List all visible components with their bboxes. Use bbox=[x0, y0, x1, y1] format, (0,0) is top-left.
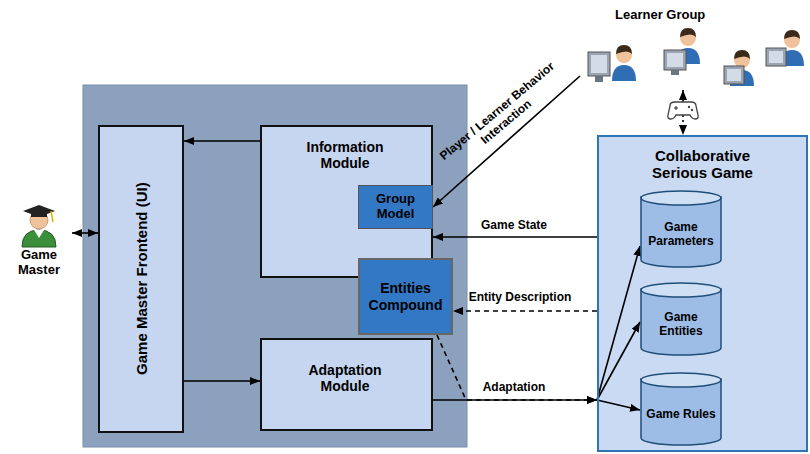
node-text: Learner Group bbox=[615, 8, 705, 23]
edge-label-holder: Adaptation bbox=[483, 381, 546, 395]
cylinder-top bbox=[641, 191, 721, 205]
connector bbox=[437, 335, 597, 400]
panel-fill-group bbox=[597, 135, 808, 452]
module-box: Adaptation Module bbox=[260, 338, 433, 431]
connector bbox=[184, 380, 260, 382]
frontend-box: Game Master Frontend (UI) bbox=[98, 125, 184, 433]
node-text: Game Master bbox=[9, 248, 69, 278]
cylinder-body bbox=[641, 197, 721, 267]
data-store: Game Entities bbox=[640, 282, 722, 356]
node-text: Entities Compound bbox=[363, 280, 448, 312]
cylinder-top bbox=[641, 283, 721, 297]
system-panel bbox=[83, 85, 467, 447]
connector bbox=[433, 236, 597, 238]
node-text: Game Parameters bbox=[643, 221, 719, 249]
edge-label-holder: Entity Description bbox=[469, 291, 572, 305]
connector bbox=[453, 310, 597, 312]
node-text: Group Model bbox=[362, 192, 429, 222]
node-text: Collaborative Serious Game bbox=[633, 147, 773, 182]
panel-fill bbox=[597, 135, 808, 452]
edge-label-holder: Game State bbox=[481, 219, 547, 233]
monitor bbox=[588, 52, 610, 82]
game-master-icon bbox=[22, 205, 56, 247]
edge-label: Player / Learner Behavior Interaction bbox=[428, 52, 576, 182]
learner-icons bbox=[588, 28, 804, 86]
group-label: Learner Group bbox=[580, 5, 808, 90]
monitor bbox=[724, 66, 744, 84]
gamepad-icon bbox=[668, 102, 698, 119]
cylinder-body bbox=[641, 289, 721, 355]
game-panel: Collaborative Serious GameGame Parameter… bbox=[597, 135, 808, 452]
connector bbox=[433, 399, 597, 401]
node-text: Game Master Frontend (UI) bbox=[132, 183, 149, 376]
data-store: Game Rules bbox=[640, 372, 722, 446]
node-text: Information Module bbox=[295, 139, 395, 171]
edge-label: Game State bbox=[481, 219, 547, 233]
node-text: Game Entities bbox=[643, 311, 719, 339]
cylinder-body bbox=[641, 379, 721, 445]
connector bbox=[597, 400, 640, 410]
monitor bbox=[766, 48, 786, 66]
connector bbox=[597, 246, 640, 400]
cylinder-top bbox=[641, 373, 721, 387]
node-text: Game Rules bbox=[646, 408, 715, 422]
actor: Game Master bbox=[6, 196, 72, 308]
model-box: Group Model bbox=[358, 185, 433, 229]
module-box: Information ModuleGroup Model bbox=[260, 125, 433, 278]
connector bbox=[597, 322, 640, 400]
node-text: Adaptation Module bbox=[295, 362, 395, 394]
compound-box: Entities Compound bbox=[358, 258, 453, 335]
connector bbox=[72, 232, 98, 234]
data-store: Game Parameters bbox=[640, 190, 722, 268]
edge-label: Adaptation bbox=[483, 381, 546, 395]
monitor bbox=[664, 50, 686, 75]
edge-label-holder: Player / Learner Behavior Interaction bbox=[428, 52, 576, 182]
edge-label: Entity Description bbox=[469, 291, 572, 305]
connector bbox=[184, 140, 260, 142]
